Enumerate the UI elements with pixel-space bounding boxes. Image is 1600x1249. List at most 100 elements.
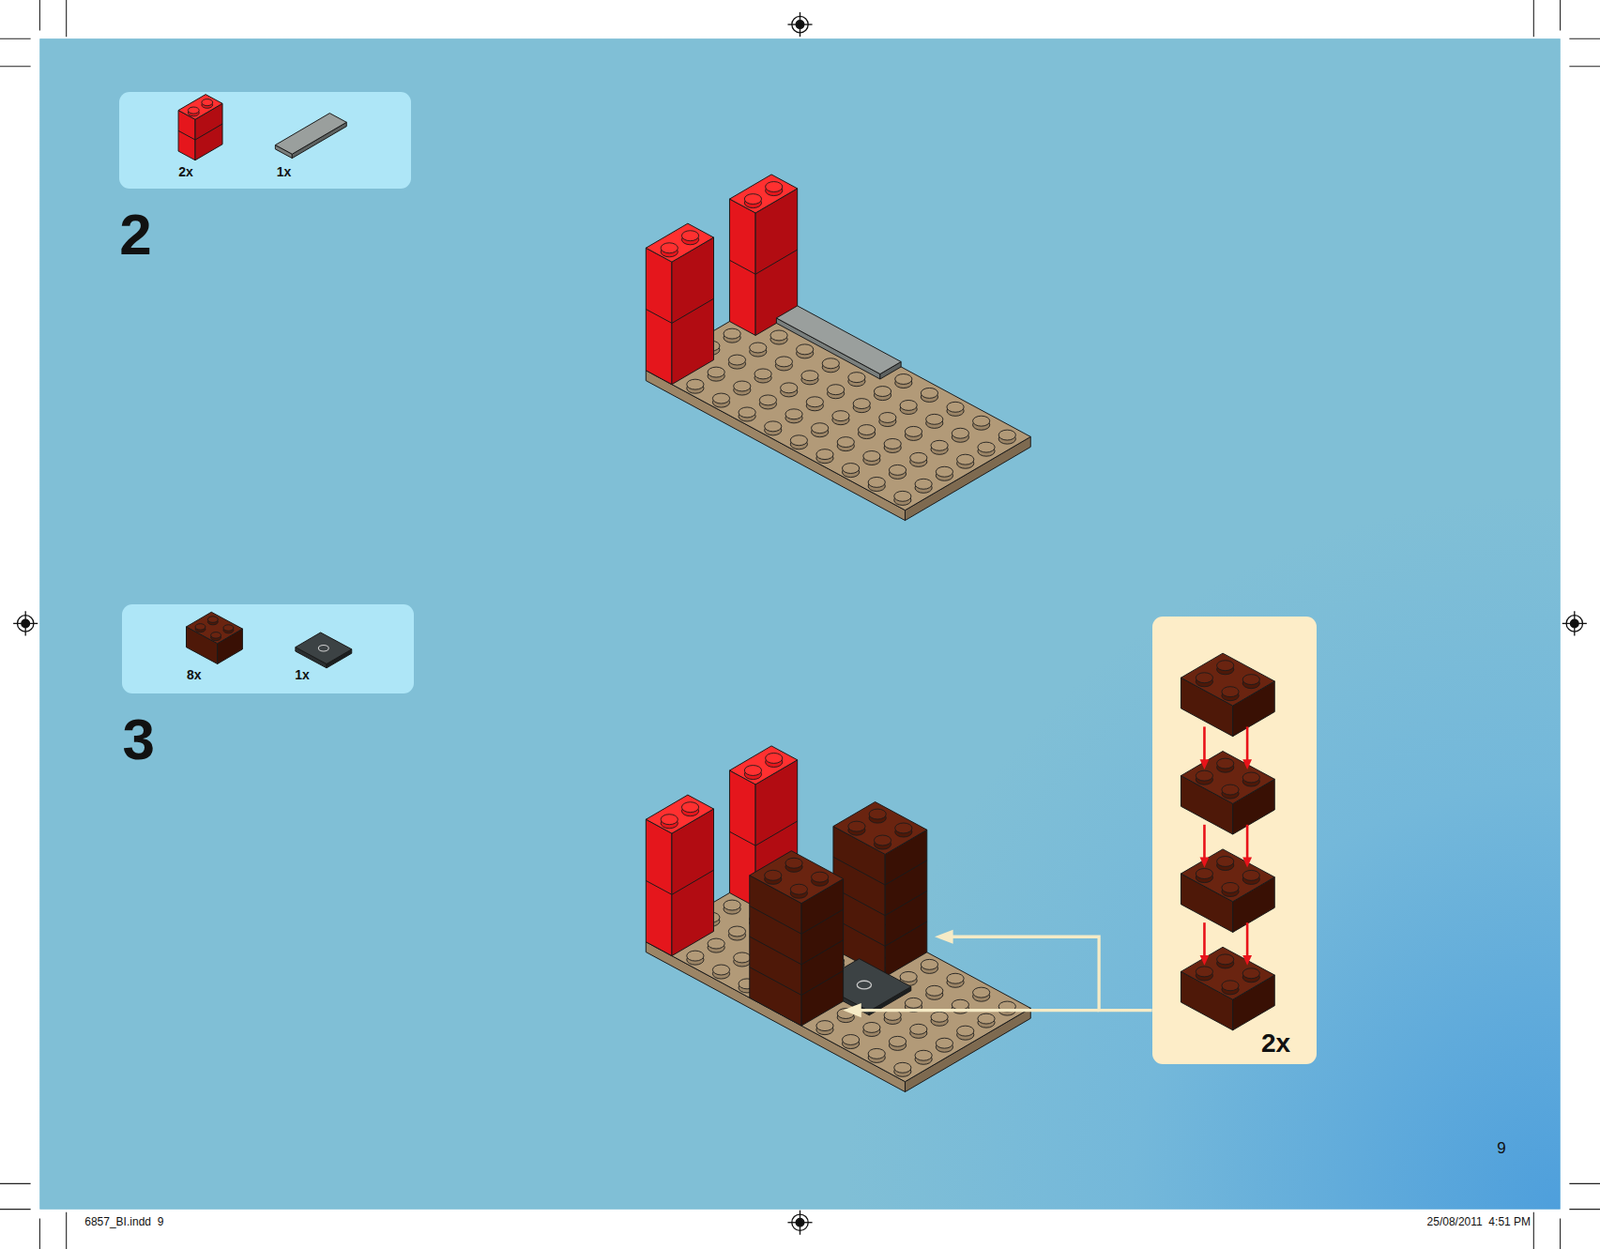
stud-top (754, 368, 772, 380)
gray-tile-icon (275, 112, 348, 158)
stud-top (1195, 672, 1213, 684)
stud-top (853, 398, 870, 410)
subassembly-box: 2x (1152, 616, 1317, 1065)
red-brick-icon (178, 93, 223, 160)
stud-top (785, 409, 803, 420)
stud-top (1242, 673, 1260, 685)
arrow-head (934, 929, 954, 945)
stud-top (894, 1062, 912, 1073)
red-brick-tower (645, 223, 714, 384)
stud-top (1221, 685, 1239, 697)
brick-seam (729, 249, 797, 275)
stud-top (765, 182, 783, 193)
stud-top (764, 869, 782, 881)
brown-brick (1180, 946, 1275, 1031)
stud-top (857, 425, 875, 436)
stud-top (1216, 855, 1234, 867)
stud-top (873, 386, 891, 397)
stud-top (868, 476, 885, 488)
stud-top (686, 950, 704, 961)
part-quantity: 8x (186, 668, 202, 682)
red-brick-tower (645, 794, 714, 956)
stud-top (973, 415, 991, 427)
stud-top (1242, 772, 1260, 783)
step-number: 3 (121, 710, 154, 769)
stud-top (712, 393, 730, 404)
stack-arrow-head (1199, 856, 1209, 868)
page-number: 9 (1496, 1140, 1506, 1157)
stud-top (816, 449, 834, 460)
stud-top (1242, 968, 1260, 979)
stud-top (790, 883, 808, 895)
stud-top (841, 463, 859, 474)
stud-top (806, 396, 823, 408)
stud-top (223, 624, 234, 631)
stud-top (914, 1050, 932, 1061)
brick-seam (833, 856, 928, 885)
stud-top (785, 857, 803, 869)
brown-brick (1180, 653, 1275, 737)
stud-top (728, 354, 746, 366)
part-quantity: 1x (276, 165, 292, 179)
stud-top (926, 413, 944, 425)
stud-top (681, 802, 699, 813)
stud-top (707, 938, 725, 949)
brick-top-face (749, 851, 844, 904)
stud-top (910, 1023, 928, 1035)
parts-list-box: 8x 1x (121, 604, 414, 695)
brick-top-face (645, 223, 714, 262)
brick-top-face (833, 801, 928, 854)
stud-top (827, 384, 845, 396)
stud-top (707, 366, 725, 378)
part-icons (121, 604, 414, 695)
stud-top (904, 426, 922, 437)
stud-top (914, 478, 932, 489)
stud-top (1221, 784, 1239, 795)
stud-top (764, 421, 782, 432)
stack-arrow-head (1242, 759, 1252, 770)
stud-top (879, 412, 897, 424)
brick-seam (833, 917, 928, 946)
black-jumper-tile-icon (295, 632, 352, 669)
stud-top (863, 1021, 881, 1033)
brick-top-face (729, 174, 797, 214)
stud-top (868, 1048, 885, 1059)
stack-arrow (1203, 726, 1206, 762)
stud-top (723, 328, 741, 339)
stack-arrow (1245, 824, 1249, 860)
stud-top (848, 372, 866, 383)
part-quantity: 1x (294, 668, 310, 682)
brick-top-face (1180, 849, 1275, 902)
stack-arrow-head (1242, 955, 1252, 966)
stud-top (796, 344, 814, 355)
brick-seam (729, 821, 797, 846)
stud-top (1216, 954, 1234, 965)
part-quantity: 2x (178, 165, 194, 179)
stud-top (957, 454, 975, 465)
stud-top (1216, 660, 1234, 671)
step-number: 2 (119, 205, 152, 264)
parts-list-box: 2x 1x (119, 91, 412, 189)
stud-top (201, 98, 214, 106)
stud-top (811, 871, 829, 883)
brown-brick-icon (186, 611, 244, 664)
stud-top (895, 374, 913, 385)
stud-top (951, 427, 969, 439)
stud-top (895, 822, 913, 834)
jumper-stud (856, 980, 871, 990)
subassembly-count: 2x (1261, 1030, 1291, 1057)
stud-top (946, 401, 964, 412)
stud-top (1195, 966, 1213, 977)
brown-brick (1180, 849, 1275, 933)
brick-top-face (1180, 946, 1275, 1000)
stud-top (910, 452, 928, 463)
stack-arrow (1203, 824, 1206, 860)
stud-top (744, 194, 762, 205)
stud-top (848, 821, 866, 832)
brick-top-face (295, 632, 352, 664)
stud-top (765, 753, 783, 764)
stud-top (816, 1020, 834, 1032)
stack-arrow-head (1199, 759, 1209, 770)
brick-seam (749, 936, 844, 965)
brown-brick-tower (833, 801, 928, 976)
